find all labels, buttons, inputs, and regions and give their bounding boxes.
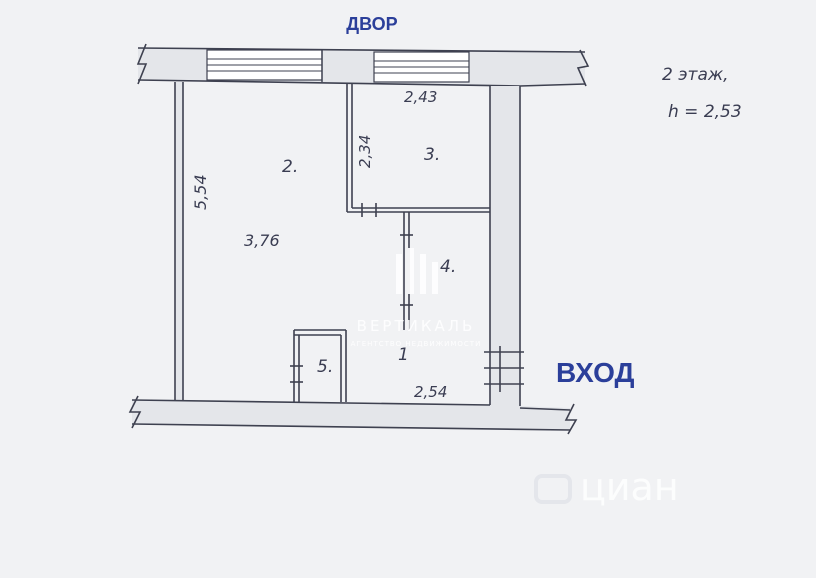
cian-watermark: циан [534,465,679,509]
agency-watermark: ВЕРТИКАЛЬ АГЕНТСТВО НЕДВИЖИМОСТИ [351,248,482,348]
room-5-number: 5. [317,357,333,377]
entrance-door [484,346,524,392]
cian-wordmark: циан [580,465,679,509]
label-courtyard: ДВОР [346,14,397,34]
dimension-room-3-height: 2,34 [356,135,374,168]
right-outer-wall [489,86,521,408]
room-2-number: 2. [282,157,298,177]
agency-name: ВЕРТИКАЛЬ [357,317,476,335]
window-room-2 [206,49,323,81]
room-1-number: 1 [398,345,409,365]
left-outer-wall [174,82,184,402]
agency-subtitle: АГЕНТСТВО НЕДВИЖИМОСТИ [351,340,482,348]
dimension-room-3-width: 2,43 [404,88,437,106]
room-5-walls [290,329,347,402]
room-3-walls [346,84,490,217]
dimension-room-2: 3,76 [244,231,280,250]
floor-note: 2 этаж, [662,65,729,85]
label-entrance: ВХОД [556,357,635,388]
window-room-3 [373,51,470,83]
room-3-number: 3. [424,145,440,165]
ceiling-height-note: h = 2,53 [668,102,742,122]
bottom-outer-wall [128,395,578,435]
agency-logo-icon [396,248,438,294]
cian-logo-icon [534,474,572,504]
room-4-number: 4. [440,257,456,277]
dimension-room-1: 2,54 [414,383,447,401]
dimension-left-wall: 5,54 [191,174,210,210]
